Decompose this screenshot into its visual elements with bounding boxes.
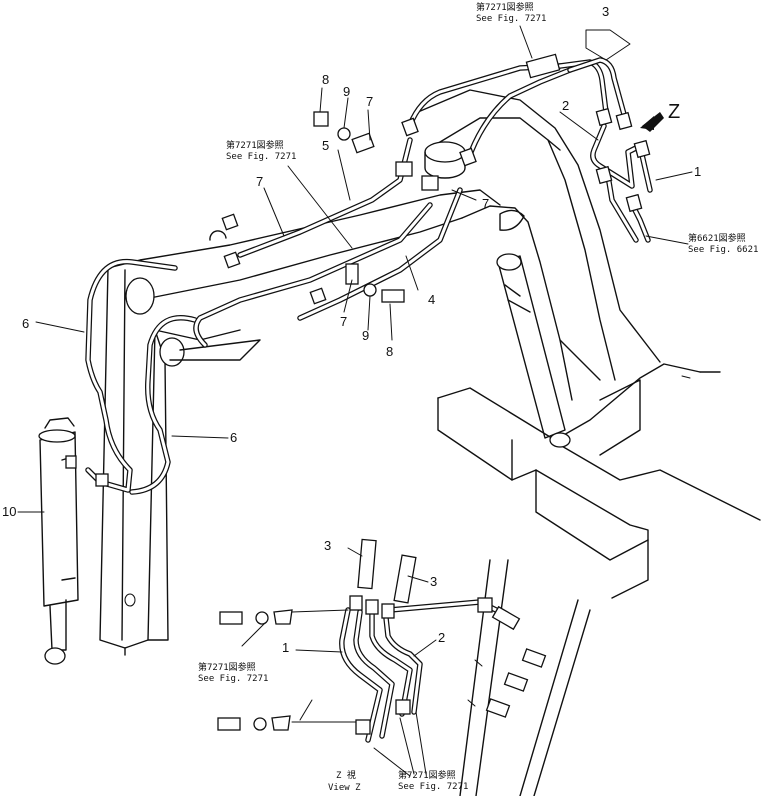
ref-7271-z-ja: 第7271図参照 bbox=[198, 661, 256, 673]
callout-3-z-left: 3 bbox=[324, 538, 331, 553]
callout-6-right: 6 bbox=[230, 430, 237, 445]
arm-boss bbox=[125, 277, 155, 315]
callout-2-z: 2 bbox=[438, 630, 445, 645]
boom-foot-pin bbox=[424, 141, 466, 163]
callout-9-top: 9 bbox=[343, 84, 350, 99]
ref-6621-en: See Fig. 6621 bbox=[688, 245, 758, 255]
callout-4: 4 bbox=[428, 292, 435, 307]
ref-7271-z-bottom-en: See Fig. 7271 bbox=[398, 782, 468, 792]
callout-8-top: 8 bbox=[322, 72, 329, 87]
callout-8-bottom: 8 bbox=[386, 344, 393, 359]
leader-lines bbox=[17, 25, 693, 777]
view-z-detail bbox=[217, 538, 591, 796]
ref-7271-mid-en: See Fig. 7271 bbox=[226, 152, 296, 162]
callout-5: 5 bbox=[322, 138, 329, 153]
callout-3-top: 3 bbox=[602, 4, 609, 19]
ref-7271-z-en: See Fig. 7271 bbox=[198, 674, 268, 684]
view-caption-en: View Z bbox=[328, 783, 361, 793]
hoses bbox=[85, 57, 653, 495]
view-caption-ja: Z 視 bbox=[336, 769, 356, 781]
callout-7-left: 7 bbox=[256, 174, 263, 189]
callout-3-z-right: 3 bbox=[430, 574, 437, 589]
callout-9-bottom: 9 bbox=[362, 328, 369, 343]
callout-6-left: 6 bbox=[22, 316, 29, 331]
callout-1-z: 1 bbox=[282, 640, 289, 655]
ref-7271-mid-ja: 第7271図参照 bbox=[226, 139, 284, 151]
machine-body bbox=[437, 363, 761, 599]
ref-7271-z-bottom-ja: 第7271図参照 bbox=[398, 769, 456, 781]
callout-10: 10 bbox=[2, 504, 16, 519]
callout-1-top: 1 bbox=[694, 164, 701, 179]
fittings bbox=[65, 53, 651, 487]
ref-7271-top-ja: 第7271図参照 bbox=[476, 1, 534, 13]
callout-7-bottom: 7 bbox=[340, 314, 347, 329]
callout-2-top: 2 bbox=[562, 98, 569, 113]
arm bbox=[99, 189, 501, 656]
callout-7-top: 7 bbox=[366, 94, 373, 109]
view-z-arrow bbox=[640, 112, 664, 132]
view-z-marker: Z bbox=[668, 101, 680, 123]
ref-7271-top-en: See Fig. 7271 bbox=[476, 14, 546, 24]
ref-6621-ja: 第6621図参照 bbox=[688, 232, 746, 244]
callout-7-right: 7 bbox=[482, 196, 489, 211]
bucket-cylinder bbox=[38, 417, 79, 665]
